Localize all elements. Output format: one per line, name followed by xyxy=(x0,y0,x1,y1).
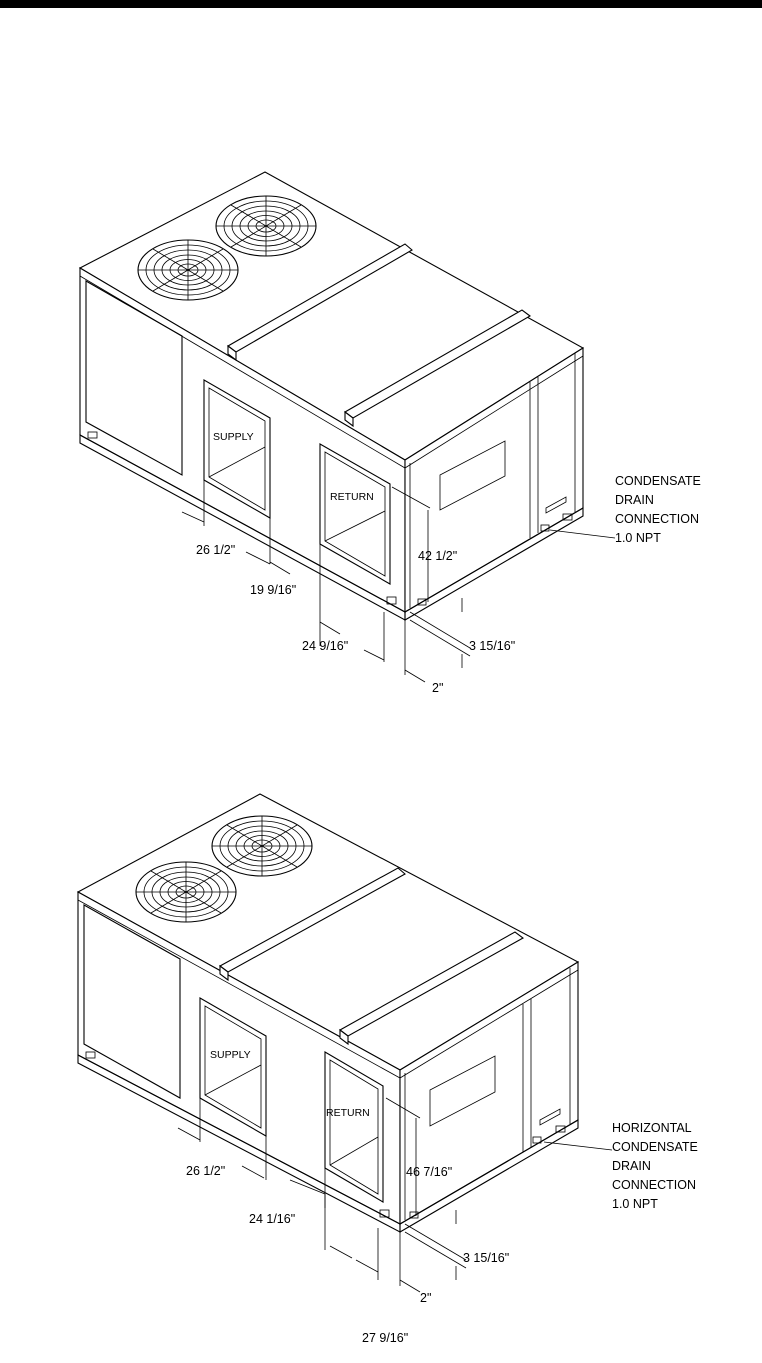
dimension-lines xyxy=(181,480,616,683)
supply-label: SUPPLY xyxy=(210,1049,251,1061)
roof-strips xyxy=(218,867,525,1046)
access-panels xyxy=(85,968,571,1220)
dim-end-offset: 2" xyxy=(420,1291,431,1305)
svg-text:DRAIN: DRAIN xyxy=(612,1159,651,1173)
fan-grille-right-icon xyxy=(215,195,317,257)
roof-strips xyxy=(227,243,531,428)
return-label: RETURN xyxy=(330,491,374,503)
svg-text:CONDENSATE: CONDENSATE xyxy=(615,474,701,488)
dim-supply-width: 26 1/2" xyxy=(186,1164,225,1178)
header-rule xyxy=(0,0,762,8)
svg-text:CONNECTION: CONNECTION xyxy=(615,512,699,526)
fan-grille-right-icon xyxy=(211,815,313,877)
svg-text:1.0 NPT: 1.0 NPT xyxy=(615,531,661,545)
svg-text:DRAIN: DRAIN xyxy=(615,493,654,507)
svg-text:CONDENSATE: CONDENSATE xyxy=(612,1140,698,1154)
dim-return-width: 27 9/16" xyxy=(362,1331,408,1345)
rooftop-unit-diagram-1: SUPPLY RETURN 26 1/2" 19 9/16" 24 9/16" … xyxy=(78,171,701,695)
dim-return-width: 24 9/16" xyxy=(302,639,348,653)
dim-supply-offset: 24 1/16" xyxy=(249,1212,295,1226)
dim-base-height: 3 15/16" xyxy=(463,1251,509,1265)
access-panels xyxy=(87,353,576,608)
dim-return-height: 46 7/16" xyxy=(406,1165,452,1179)
supply-label: SUPPLY xyxy=(213,431,254,443)
condenser-coil-mesh xyxy=(85,280,183,476)
dimension-lines xyxy=(177,1097,613,1293)
rooftop-unit-diagram-2: SUPPLY RETURN 26 1/2" 24 1/16" 46 7/16" … xyxy=(76,793,698,1345)
svg-text:HORIZONTAL: HORIZONTAL xyxy=(612,1121,692,1135)
unit-body xyxy=(78,171,585,621)
condenser-coil-mesh xyxy=(83,904,181,1099)
dim-end-offset: 2" xyxy=(432,681,443,695)
drain-note: HORIZONTAL CONDENSATE DRAIN CONNECTION 1… xyxy=(612,1121,698,1211)
dim-supply-width: 26 1/2" xyxy=(196,543,235,557)
dim-supply-offset: 19 9/16" xyxy=(250,583,296,597)
return-label: RETURN xyxy=(326,1107,370,1119)
dim-base-height: 3 15/16" xyxy=(469,639,515,653)
dim-return-height: 42 1/2" xyxy=(418,549,457,563)
return-opening xyxy=(324,1051,384,1203)
svg-text:1.0 NPT: 1.0 NPT xyxy=(612,1197,658,1211)
fan-grille-left-icon xyxy=(137,239,239,301)
drain-note: CONDENSATE DRAIN CONNECTION 1.0 NPT xyxy=(615,474,701,545)
svg-text:CONNECTION: CONNECTION xyxy=(612,1178,696,1192)
fan-grille-left-icon xyxy=(135,861,237,923)
return-opening xyxy=(319,443,391,585)
